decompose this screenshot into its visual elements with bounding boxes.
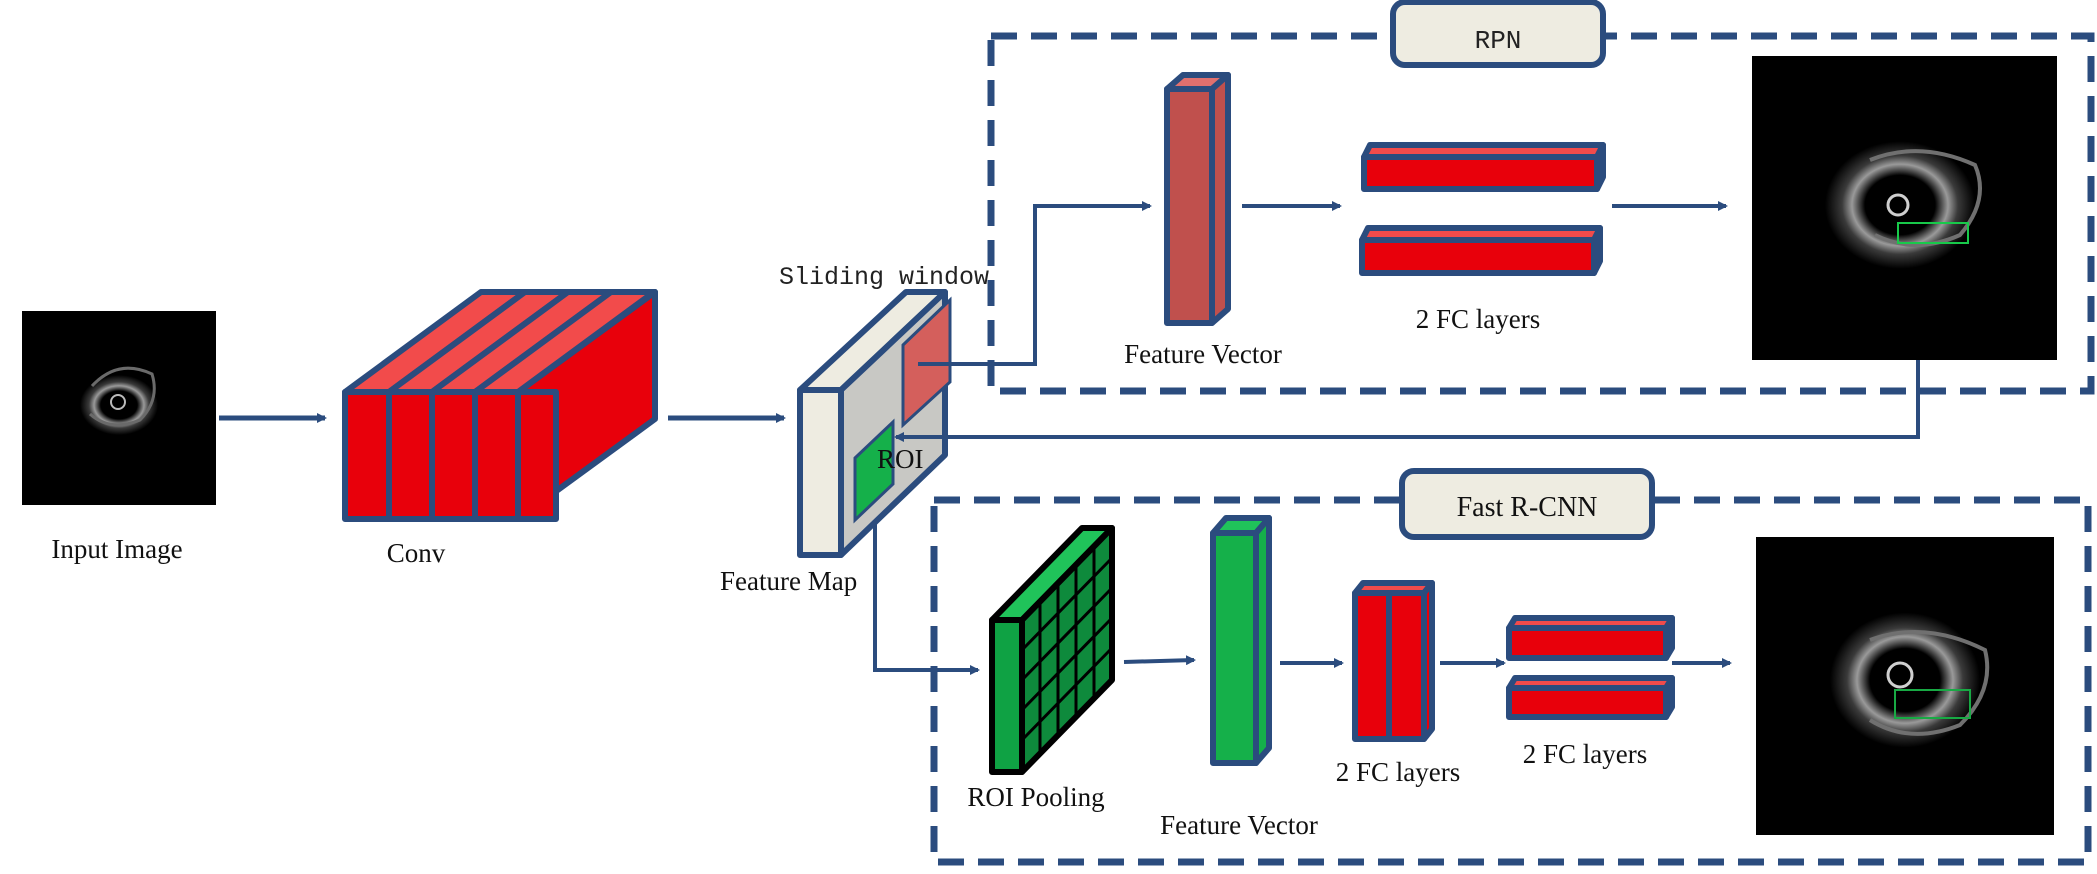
conv-block	[342, 289, 658, 522]
conv-label: Conv	[387, 538, 446, 568]
fast-rcnn-title: Fast R-CNN	[1457, 492, 1598, 523]
frcnn-fc-layer	[1386, 590, 1427, 742]
arrow-rpn-output-to-roi	[894, 360, 1920, 442]
roi-label: ROI	[877, 444, 924, 474]
frcnn-output-image	[1756, 537, 2054, 835]
rpn-fc-layer	[1361, 142, 1606, 192]
frcnn-feature-vector	[1210, 515, 1272, 766]
fast-rcnn-title-box	[1399, 468, 1655, 540]
frcnn-fc-layer-top	[1506, 615, 1675, 661]
frcnn-fc-layer	[1352, 590, 1392, 742]
input-image	[22, 311, 216, 505]
rpn-feature-vector-label: Feature Vector	[1124, 339, 1282, 369]
arrow-roi-pooling-to-fv	[1123, 655, 1196, 666]
frcnn-feature-vector-label: Feature Vector	[1160, 810, 1318, 840]
roi-pooling-block	[989, 525, 1115, 775]
frcnn-fc-layers-2-label: 2 FC layers	[1523, 739, 1648, 769]
rpn-fc-layer	[1359, 225, 1603, 276]
input-image-label: Input Image	[51, 534, 182, 564]
rpn-detection-box	[1897, 222, 1969, 244]
roi-pooling-label: ROI Pooling	[967, 782, 1104, 812]
conv-slice	[386, 289, 571, 522]
frcnn-fc-layers-1-label: 2 FC layers	[1336, 757, 1461, 787]
sliding-window-label: Sliding window	[779, 263, 989, 292]
frcnn-detection-box	[1894, 689, 1971, 719]
rpn-output-image	[1752, 56, 2057, 360]
rpn-title-box	[1390, 0, 1606, 68]
conv-slice	[429, 289, 614, 522]
conv-slice	[472, 289, 657, 522]
roi-region	[853, 418, 895, 524]
conv-slice	[515, 389, 559, 522]
rpn-feature-vector	[1164, 72, 1231, 326]
roi-pooling-grid	[1020, 547, 1114, 754]
arrow-feature-map-to-rpn	[918, 201, 1152, 366]
frcnn-fc-layers-vertical	[1352, 580, 1435, 742]
rpn-dashed-box	[987, 32, 2095, 395]
frcnn-fc-layer-bottom	[1506, 675, 1675, 720]
feature-map-label: Feature Map	[720, 566, 857, 596]
rpn-fc-layers-label: 2 FC layers	[1416, 304, 1541, 334]
arrow-feature-map-to-roi-pooling	[873, 520, 980, 675]
rpn-title: RPN	[1475, 26, 1522, 56]
